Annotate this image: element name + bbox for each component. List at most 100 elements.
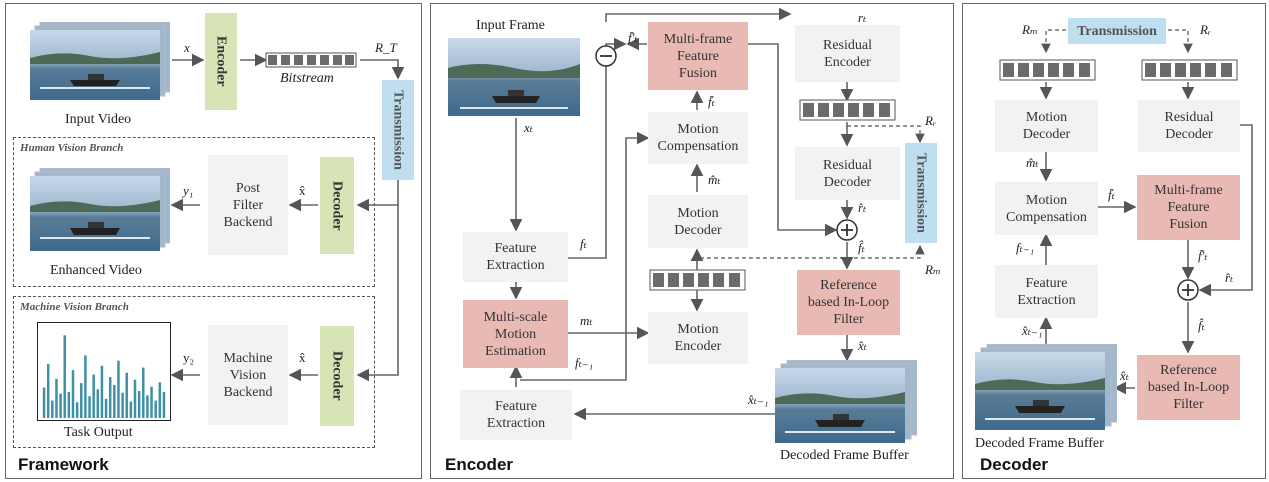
task-output-bar: [88, 396, 91, 418]
task-output-bar: [59, 393, 62, 418]
enc-feature-extraction-bottom: Feature Extraction: [460, 390, 572, 440]
dec-fhat-label: f̂ₜ: [1198, 318, 1205, 333]
task-output-bar: [51, 400, 54, 418]
enc-rm-label: Rₘ: [925, 262, 941, 277]
input-video-image: [30, 21, 171, 102]
dec-residual-decoder: Residual Decoder: [1138, 100, 1240, 152]
enc-xt-label: xₜ: [524, 120, 533, 135]
task-output-bar: [55, 378, 58, 418]
task-output-bar: [42, 387, 46, 418]
input-frame-label: Input Frame: [476, 18, 545, 33]
human-vision-branch: [13, 137, 375, 287]
task-output-bar: [80, 383, 83, 418]
r-tau-label: R_T: [375, 40, 397, 55]
bitstream-graphics: [265, 52, 1238, 291]
enc-residual-encoder: Residual Encoder: [795, 25, 900, 82]
enc-rt-label: rₜ: [858, 10, 867, 25]
task-output-bar: [67, 391, 71, 418]
enc-mt-label: mₜ: [580, 313, 593, 328]
dec-rr-label: Rᵣ: [1200, 22, 1212, 37]
post-filter-backend: Post Filter Backend: [208, 155, 288, 255]
task-output-bar: [104, 398, 108, 418]
enc-rhat-label: r̂ₜ: [858, 200, 867, 215]
enc-fbar-prime-label: f̄'ₜ: [628, 30, 638, 45]
task-output-bar: [158, 382, 162, 418]
task-output-bar: [108, 377, 112, 418]
dec-xhat1-label: x̂ₜ₋₁: [1022, 323, 1043, 338]
dec-ft1-label: fₜ₋₁: [1016, 240, 1035, 255]
task-output-chart: [37, 322, 171, 421]
enhanced-video-label: Enhanced Video: [50, 263, 142, 278]
x-label: x: [184, 40, 190, 55]
task-output-bar: [146, 395, 149, 418]
enc-ft1-label: fₜ₋₁: [575, 355, 594, 370]
enc-rr-label: Rᵣ: [925, 113, 937, 128]
machine-vision-backend: Machine Vision Backend: [208, 325, 288, 425]
enc-multi-frame-fusion: Multi-frame Feature Fusion: [648, 22, 748, 90]
decoder-title: Decoder: [980, 455, 1049, 474]
dec-reference-in-loop-filter: Reference based In-Loop Filter: [1137, 355, 1240, 420]
human-branch-title: Human Vision Branch: [20, 142, 124, 154]
enc-motion-compensation: Motion Compensation: [648, 112, 748, 164]
task-output-bar: [113, 384, 116, 418]
task-output-bar: [133, 379, 137, 418]
task-output-bar: [84, 355, 87, 418]
enc-mhat-label: m̂ₜ: [708, 172, 721, 187]
x-hat-label-2: x̂: [299, 350, 306, 365]
task-output-bar: [162, 391, 166, 418]
task-output-bar: [154, 400, 157, 418]
task-output-bar: [63, 335, 66, 418]
dec-motion-decoder: Motion Decoder: [995, 100, 1098, 152]
task-output-bar: [96, 389, 100, 418]
framework-transmission: Transmission: [382, 80, 414, 180]
enc-decoded-buffer-label: Decoded Frame Buffer: [780, 448, 909, 463]
dec-transmission: Transmission: [1068, 18, 1166, 44]
dec-mhat-label: m̂ₜ: [1026, 155, 1039, 170]
x-hat-label-1: x̂: [299, 183, 306, 198]
enc-residual-decoder: Residual Decoder: [795, 147, 900, 200]
enc-fhat-label: f̂ₜ: [858, 240, 865, 255]
task-output-bar: [125, 372, 128, 418]
task-output-bar: [129, 401, 133, 418]
machine-decoder: Decoder: [320, 326, 354, 426]
task-output-bar: [121, 392, 124, 418]
enc-feature-extraction: Feature Extraction: [463, 232, 568, 282]
framework-title: Framework: [18, 455, 109, 474]
task-output-bar: [137, 391, 141, 418]
dec-rm-label: Rₘ: [1022, 22, 1038, 37]
task-output-label: Task Output: [64, 425, 133, 440]
enc-motion-decoder: Motion Decoder: [648, 195, 748, 248]
task-output-bar: [142, 367, 145, 418]
dec-rhat-label: r̂ₜ: [1225, 270, 1234, 285]
machine-vision-branch: [13, 296, 375, 448]
dec-decoded-buffer-label: Decoded Frame Buffer: [975, 436, 1104, 451]
machine-branch-title: Machine Vision Branch: [20, 301, 129, 313]
dec-fbar-label: f̄ₜ: [1108, 187, 1115, 202]
input-video-label: Input Video: [65, 112, 132, 127]
enc-motion-encoder: Motion Encoder: [648, 312, 748, 364]
y2-label: y₂: [183, 350, 195, 365]
dec-fbar-prime-label: f̄'ₜ: [1198, 248, 1208, 263]
enc-fbar-label: f̄ₜ: [708, 94, 715, 109]
enc-transmission: Transmission: [905, 143, 937, 243]
enc-reference-in-loop-filter: Reference based In-Loop Filter: [797, 270, 900, 335]
dec-motion-compensation: Motion Compensation: [995, 182, 1098, 235]
task-output-bar: [150, 386, 153, 418]
task-output-bar: [100, 365, 104, 418]
dec-multi-frame-fusion: Multi-frame Feature Fusion: [1137, 175, 1240, 240]
task-output-bar: [92, 374, 95, 418]
task-output-bar: [117, 360, 120, 418]
human-decoder: Decoder: [320, 157, 354, 254]
decoded-frame-buffer-encoder-image: [775, 359, 918, 445]
task-output-bar: [75, 402, 79, 418]
task-output-bar: [46, 364, 50, 418]
enc-ft-label: fₜ: [580, 236, 587, 251]
dec-feature-extraction: Feature Extraction: [995, 265, 1098, 318]
encoder-title: Encoder: [445, 455, 514, 474]
framework-encoder: Encoder: [205, 13, 237, 110]
decoded-frame-buffer-decoder-image: [975, 343, 1118, 432]
input-frame-image: [448, 38, 580, 116]
task-output-bar: [71, 370, 75, 418]
y1-label: y₁: [183, 183, 194, 198]
